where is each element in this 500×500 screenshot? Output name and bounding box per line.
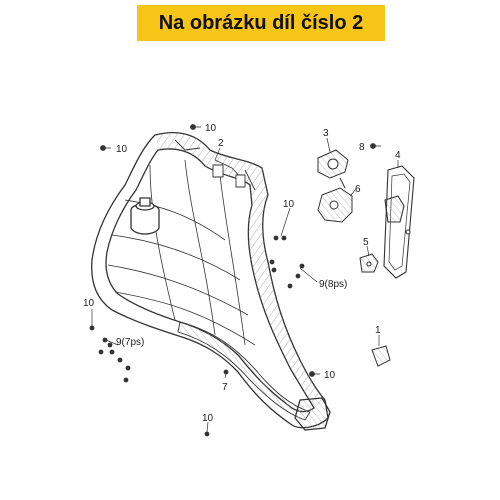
- callout-6: 6: [355, 184, 361, 195]
- callout-9-8ps: 9(8ps): [319, 279, 347, 290]
- callout-2: 2: [218, 138, 224, 149]
- callout-10-lowleft: 10: [83, 298, 95, 309]
- callout-labels: 10 2 10 3 8 4 6 10 5 9(8ps) 10 1 9(7ps) …: [83, 123, 401, 424]
- callout-1: 1: [375, 325, 381, 336]
- part-2-inner-box: [91, 132, 331, 431]
- callout-10-lowright: 10: [324, 370, 336, 381]
- title-banner: Na obrázku díl číslo 2: [137, 5, 385, 41]
- callout-5: 5: [363, 237, 369, 248]
- callout-7: 7: [222, 382, 228, 393]
- callout-9-7ps: 9(7ps): [116, 337, 144, 348]
- callout-10-left: 10: [116, 144, 128, 155]
- callout-3: 3: [323, 128, 329, 139]
- callout-10-mid: 10: [283, 199, 295, 210]
- callout-10-bottom: 10: [202, 413, 214, 424]
- part-1-clip: [371, 345, 391, 367]
- part-6-latch: [317, 177, 353, 223]
- leader-lines: [91, 137, 399, 433]
- part-3-lock: [317, 149, 349, 179]
- part-4-panel: [383, 165, 415, 279]
- callout-8: 8: [359, 142, 365, 153]
- callout-4: 4: [395, 150, 401, 161]
- callout-10-top: 10: [205, 123, 217, 134]
- banner-title: Na obrázku díl číslo 2: [158, 11, 364, 34]
- part-5-bracket: [359, 253, 379, 273]
